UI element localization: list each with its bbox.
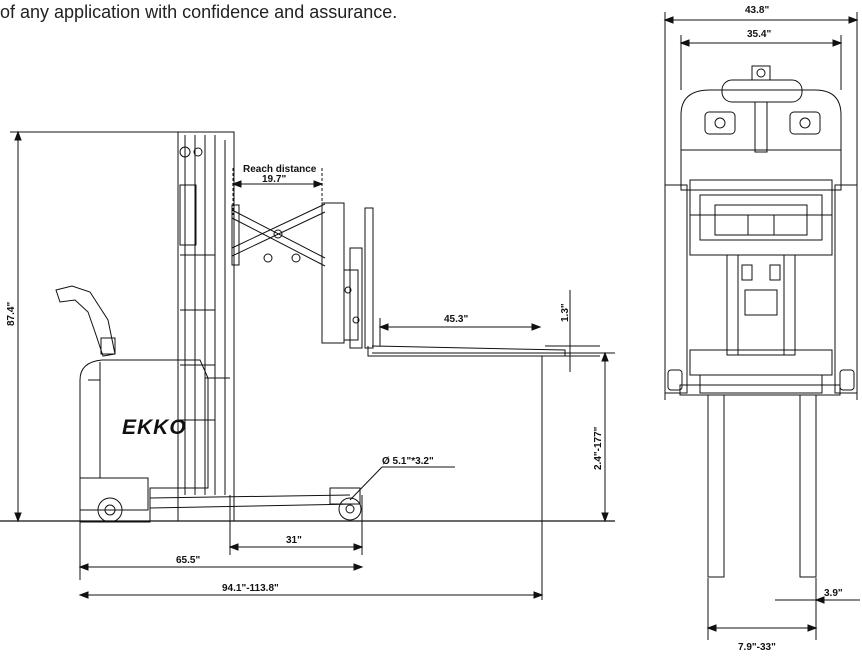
overall-height-label: 87.4" [6,302,17,326]
reach-distance-value: 19.7" [262,174,286,185]
overall-width-label: 43.8" [745,5,769,16]
wheel-size-label: Ø 5.1"*3.2" [382,456,434,467]
inner-width-label: 35.4" [747,29,771,40]
intro-text: of any application with confidence and a… [0,2,398,22]
brand-logo: EKKO [122,416,187,439]
fork-thickness-label: 1.3" [560,303,571,322]
length-to-forks-label: 65.5" [176,555,200,566]
reach-distance-label: Reach distance [243,164,317,175]
fork-length-label: 45.3" [444,314,468,325]
fork-spread-label: 7.9"-33" [738,642,776,653]
overall-length-label: 94.1"-113.8" [222,583,279,594]
fork-width-label: 3.9" [824,588,843,599]
front-view: 43.8" 35.4" 3.9" 7.9"-33" [663,5,860,653]
side-view: EKKO [0,130,615,600]
wheelbase-label: 31" [286,535,302,546]
lift-height-label: 2.4"-177" [593,426,604,470]
